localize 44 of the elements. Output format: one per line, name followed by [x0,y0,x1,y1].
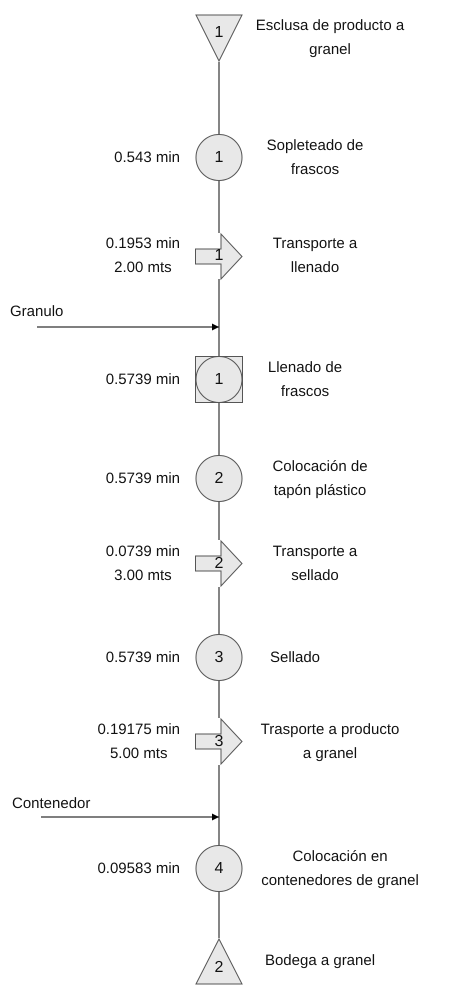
input-label: Granulo [10,303,64,320]
time-label: 5.00 mts [110,744,168,764]
time-label: 0.1953 min [106,234,180,254]
time-label: 0.5739 min [106,648,180,668]
step-description: Transporte a sellado [272,542,358,586]
step-number: 1 [214,372,224,388]
flow-line [218,587,220,634]
flow-line [218,62,220,134]
time-label: 0.19175 min [97,720,180,740]
arrow [37,324,219,330]
step-description: Esclusa de producto a granel [255,16,405,60]
time-label: 2.00 mts [114,258,172,278]
time-label: 0.09583 min [97,858,180,878]
step-description: Bodega a granel [264,951,376,971]
step-number: 2 [214,470,224,486]
flow-line [218,892,220,938]
arrow [41,814,219,820]
step-number: 3 [214,734,224,750]
input-label: Contenedor [12,795,90,812]
time-label: 0.543 min [114,148,180,168]
step-number: 3 [214,650,224,666]
step-description: Sopleteado de frascos [266,136,364,180]
time-label: 0.5739 min [106,468,180,488]
step-description: Colocación en contenedores de granel [260,846,420,890]
flow-line [218,403,220,455]
step-number: 4 [214,860,224,876]
step-description: Llenado de frascos [266,358,344,402]
step-number: 2 [214,960,224,976]
time-label: 0.0739 min [106,542,180,562]
step-number: 2 [214,556,224,572]
step-description: Colocación de tapón plástico [271,456,369,500]
flow-line [218,681,220,718]
flow-line [218,502,220,540]
step-description: Sellado [268,648,322,668]
flow-line [218,181,220,233]
time-label: 0.5739 min [106,370,180,390]
step-number: 1 [214,25,224,42]
step-description: Trasporte a producto a granel [260,720,400,764]
step-description: Transporte a llenado [272,234,358,278]
flow-line [218,279,220,356]
time-label: 3.00 mts [114,566,172,586]
step-number: 1 [214,150,224,166]
step-number: 1 [214,248,224,264]
flow-line [218,765,220,845]
